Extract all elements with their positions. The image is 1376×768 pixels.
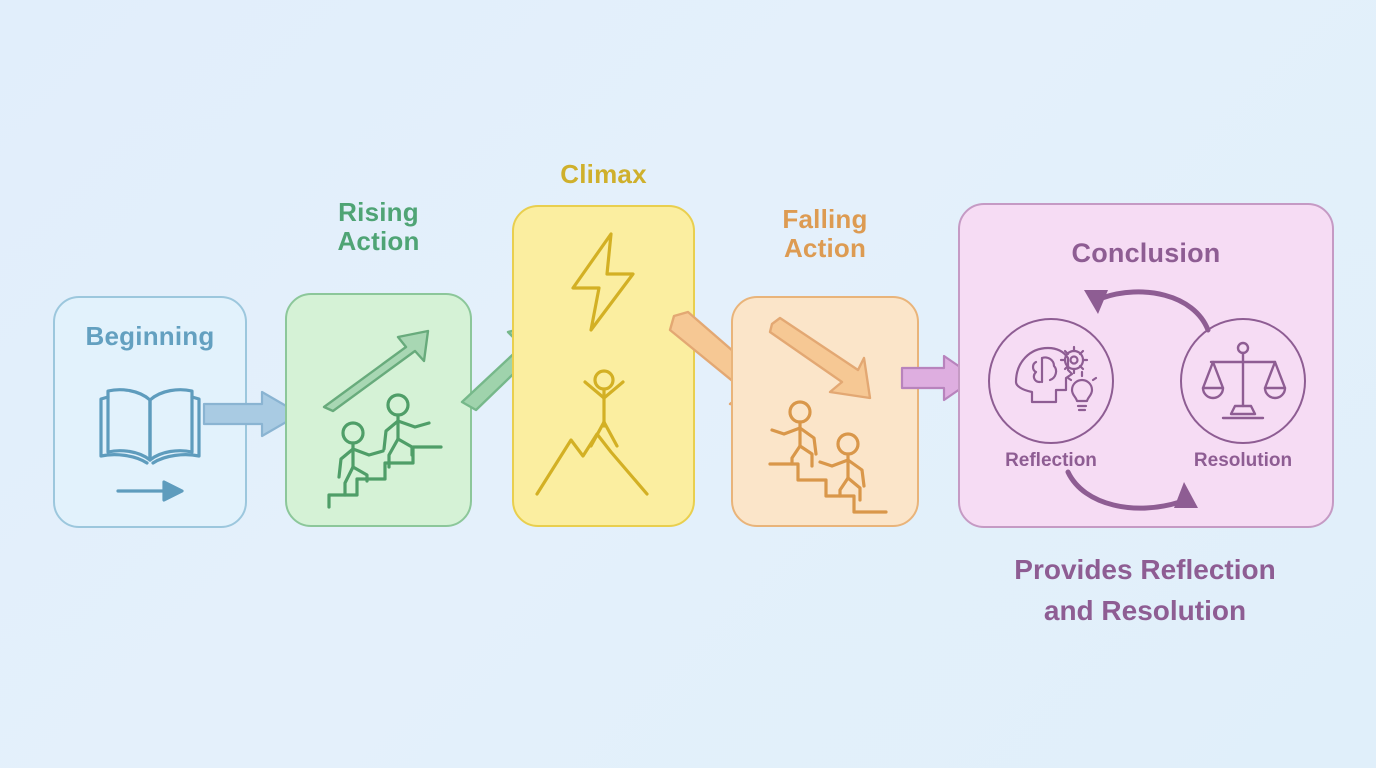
block-arrow-right-icon-1 (200, 388, 305, 440)
stage-title-rising-action: Rising Action (337, 197, 420, 257)
stage-card-climax[interactable] (512, 205, 695, 527)
head-brain-gear-lightbulb-icon (1010, 340, 1098, 424)
conclusion-label-reflection: Reflection (1005, 450, 1097, 471)
curved-arrow-left-icon (1072, 282, 1212, 334)
people-climbing-stairs-icon (325, 385, 450, 515)
conclusion-circle-resolution[interactable] (1180, 318, 1306, 444)
curved-arrow-right-icon (1062, 462, 1212, 518)
stage-title-beginning: Beginning (85, 321, 215, 351)
stage-title-conclusion: Conclusion (1071, 238, 1221, 268)
down-right-arrow-icon (768, 316, 890, 408)
lightning-bolt-icon (565, 230, 643, 335)
stage-card-rising-action[interactable] (285, 293, 472, 527)
stage-title-climax: Climax (560, 159, 647, 189)
stage-title-falling-action: Falling Action (782, 204, 868, 264)
open-book-icon (95, 380, 205, 470)
right-arrow-icon (116, 478, 186, 504)
balance-scales-icon (1201, 338, 1287, 424)
people-descending-stairs-icon (766, 392, 896, 520)
up-right-arrow-icon (320, 325, 435, 415)
conclusion-caption: Provides Reflection and Resolution (1014, 554, 1276, 626)
conclusion-circle-reflection[interactable] (988, 318, 1114, 444)
person-on-mountain-peak-icon (525, 360, 685, 505)
conclusion-label-resolution: Resolution (1193, 450, 1293, 471)
